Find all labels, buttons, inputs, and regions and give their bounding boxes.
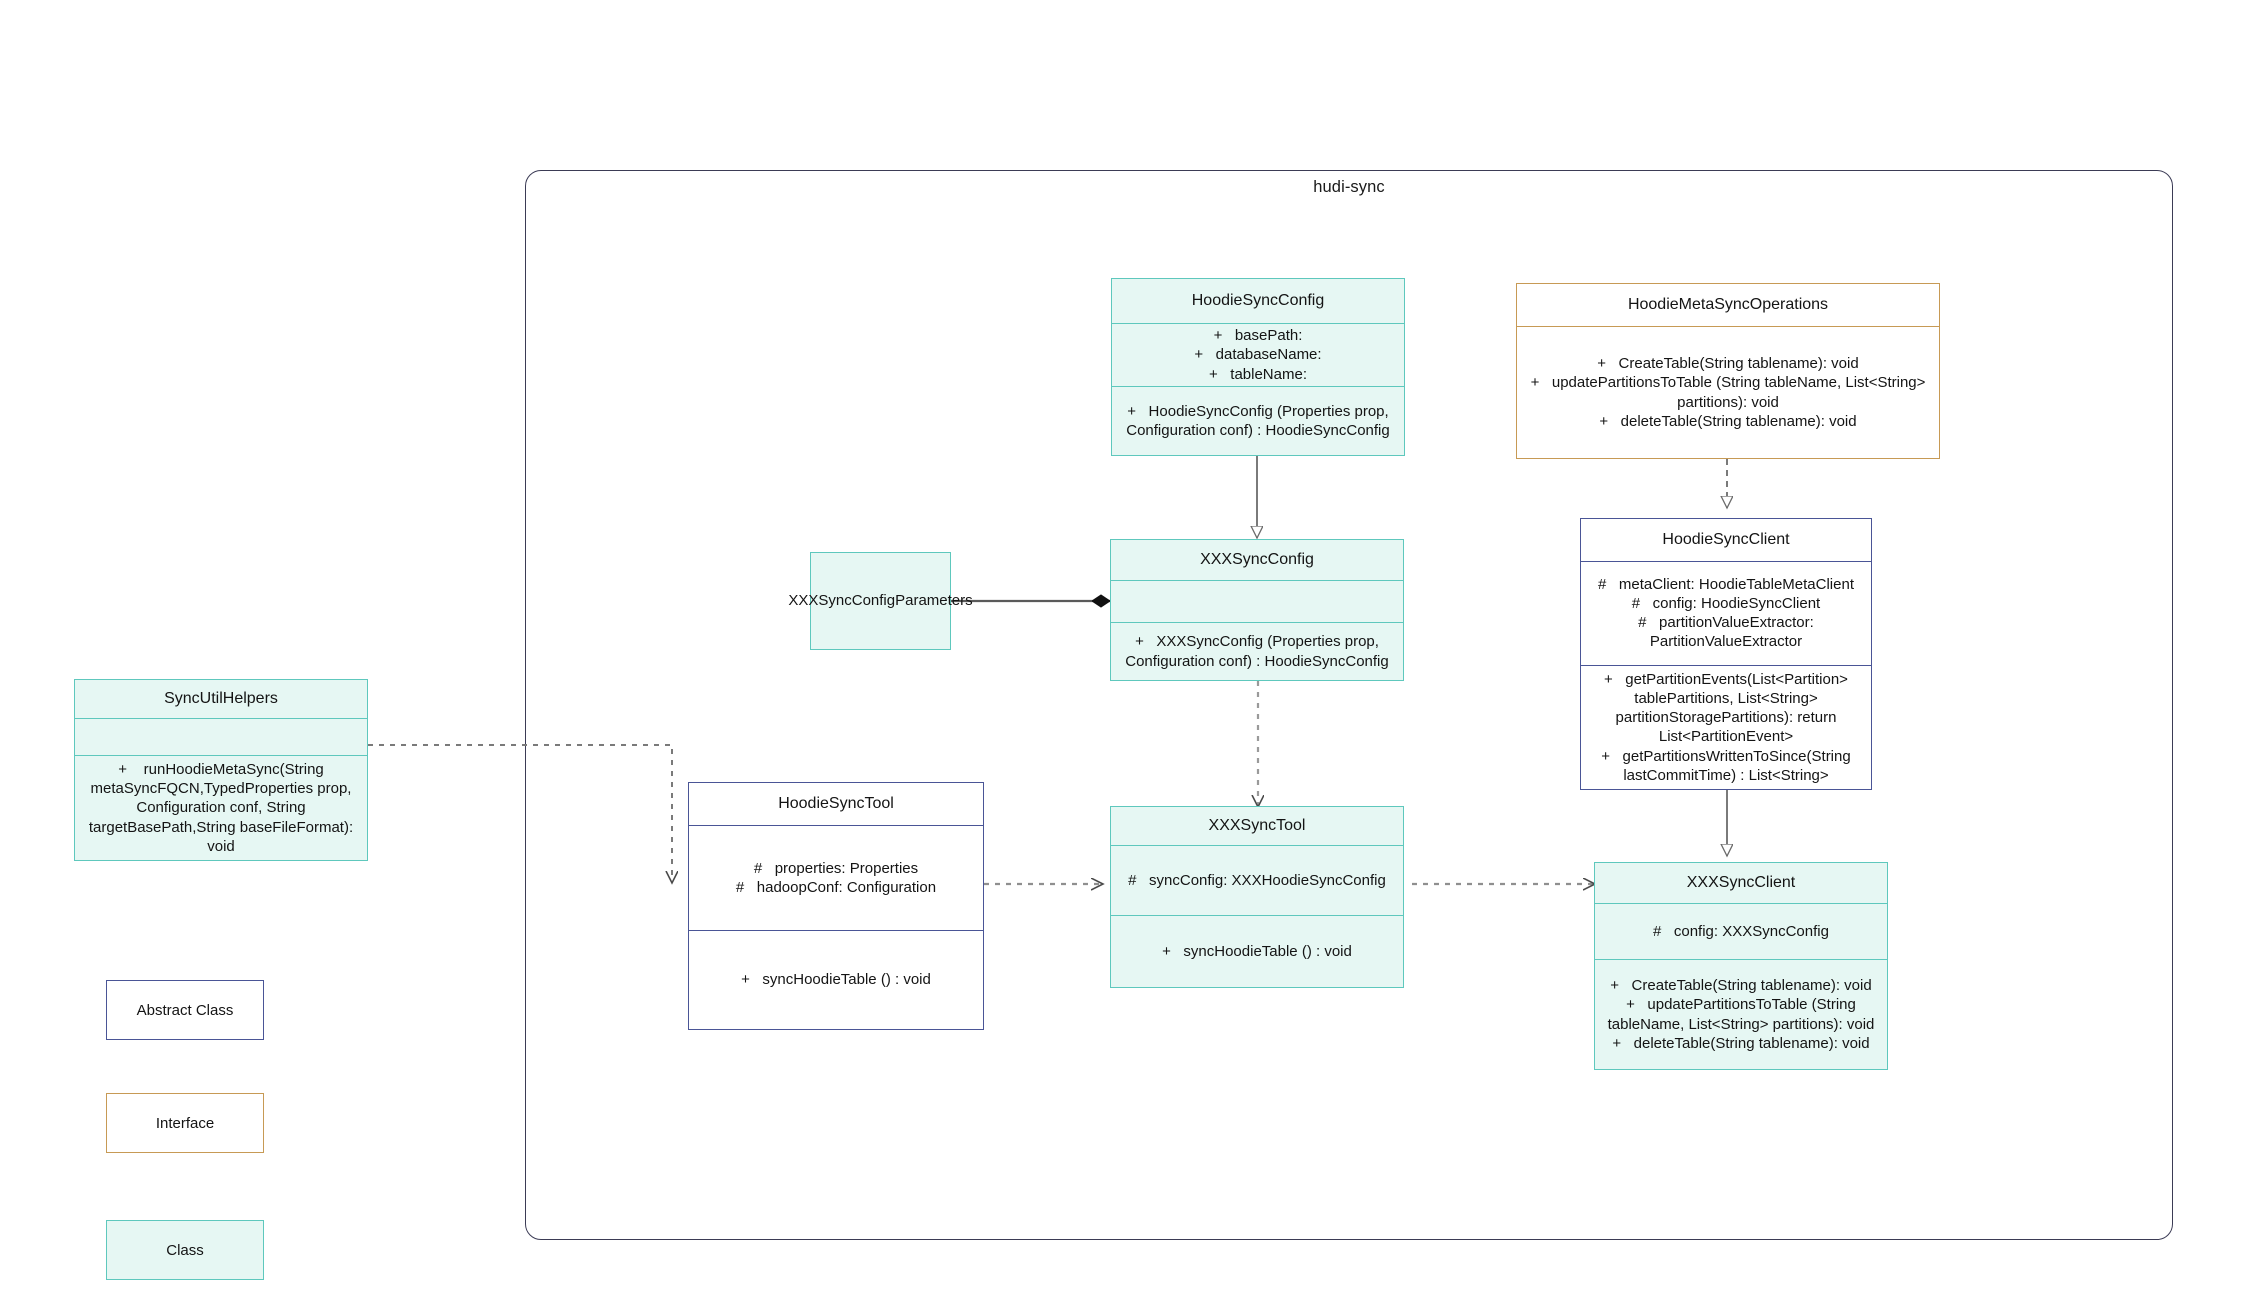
method-row: + deleteTable(String tablename): void: [1612, 1034, 1870, 1052]
method-row: + syncHoodieTable () : void: [741, 971, 931, 989]
class-name: HoodieSyncClient: [1662, 530, 1790, 548]
class-box-hoodie-sync-client[interactable]: HoodieSyncClient # metaClient: HoodieTab…: [1580, 518, 1872, 790]
class-title-section: XXXSyncClient: [1595, 863, 1887, 903]
package-title: hudi-sync: [1313, 178, 1385, 196]
class-attributes-section: + basePath: + databaseName: + tableName:: [1112, 323, 1404, 386]
class-title-section: XXXSyncTool: [1111, 807, 1403, 845]
legend-abstract-class: Abstract Class: [106, 980, 264, 1040]
class-attributes-section: # metaClient: HoodieTableMetaClient # co…: [1581, 560, 1871, 665]
attribute-row: # config: HoodieSyncClient: [1631, 595, 1821, 613]
legend-abstract-label: Abstract Class: [136, 1001, 234, 1019]
class-box-hoodie-meta-sync-operations[interactable]: HoodieMetaSyncOperations + CreateTable(S…: [1516, 283, 1940, 459]
method-row: + HoodieSyncConfig (Properties prop, Con…: [1126, 402, 1393, 439]
class-box-xxx-sync-config-parameters[interactable]: XXXSyncConfigParameters: [788, 552, 973, 650]
class-title-section: HoodieSyncClient: [1581, 519, 1871, 561]
attribute-row: + basePath:: [1213, 327, 1303, 345]
class-title-section: SyncUtilHelpers: [75, 680, 367, 718]
method-row: + CreateTable(String tablename): void: [1597, 355, 1859, 373]
attribute-row: # syncConfig: XXXHoodieSyncConfig: [1128, 871, 1386, 889]
class-title-section: HoodieSyncTool: [689, 783, 983, 825]
class-methods-section: + getPartitionEvents(List<Partition> tab…: [1581, 664, 1871, 789]
class-box-hoodie-sync-config[interactable]: HoodieSyncConfig + basePath: + databaseN…: [1111, 278, 1405, 456]
class-methods-section: + XXXSyncConfig (Properties prop, Config…: [1111, 622, 1403, 680]
class-methods-section: + CreateTable(String tablename): void + …: [1595, 959, 1887, 1069]
class-title-section: XXXSyncConfig: [1111, 540, 1403, 580]
class-box-xxx-sync-tool[interactable]: XXXSyncTool # syncConfig: XXXHoodieSyncC…: [1110, 806, 1404, 988]
attribute-row: # config: XXXSyncConfig: [1653, 922, 1829, 940]
class-methods-section: + HoodieSyncConfig (Properties prop, Con…: [1112, 386, 1404, 455]
class-name: XXXSyncTool: [1208, 817, 1306, 834]
class-attributes-section: [75, 718, 367, 755]
class-attributes-section: # properties: Properties # hadoopConf: C…: [689, 825, 983, 930]
method-row: + updatePartitionsToTable (String tableN…: [1607, 996, 1875, 1033]
method-row: + getPartitionsWrittenToSince(String las…: [1601, 747, 1855, 784]
attribute-row: # partitionValueExtractor: PartitionValu…: [1638, 614, 1818, 651]
method-row: + getPartitionEvents(List<Partition> tab…: [1604, 670, 1853, 746]
class-box-hoodie-sync-tool[interactable]: HoodieSyncTool # properties: Properties …: [688, 782, 984, 1030]
class-box-sync-util-helpers[interactable]: SyncUtilHelpers + runHoodieMetaSync(Stri…: [74, 679, 368, 861]
class-attributes-section: # syncConfig: XXXHoodieSyncConfig: [1111, 845, 1403, 915]
attribute-row: # hadoopConf: Configuration: [735, 879, 937, 896]
attribute-row: + databaseName:: [1194, 346, 1322, 364]
class-name: HoodieSyncTool: [778, 795, 894, 812]
method-row: + runHoodieMetaSync(String metaSyncFQCN,…: [88, 761, 358, 855]
class-box-xxx-sync-client[interactable]: XXXSyncClient # config: XXXSyncConfig + …: [1594, 862, 1888, 1070]
legend-interface-label: Interface: [155, 1114, 215, 1132]
attribute-row: # properties: Properties: [753, 859, 919, 877]
class-name: XXXSyncClient: [1686, 874, 1796, 891]
class-title-section: HoodieSyncConfig: [1112, 279, 1404, 323]
method-row: + deleteTable(String tablename): void: [1599, 412, 1857, 430]
method-row: + syncHoodieTable () : void: [1162, 942, 1352, 960]
class-name: HoodieSyncConfig: [1191, 292, 1325, 309]
attribute-row: + tableName:: [1209, 365, 1307, 383]
class-name: XXXSyncConfig: [1200, 551, 1314, 568]
package-hudi-sync: [525, 170, 2173, 1240]
method-row: + CreateTable(String tablename): void: [1610, 977, 1872, 995]
class-box-xxx-sync-config[interactable]: XXXSyncConfig + XXXSyncConfig (Propertie…: [1110, 539, 1404, 681]
legend-class: Class: [106, 1220, 264, 1280]
class-attributes-section: # config: XXXSyncConfig: [1595, 903, 1887, 959]
class-title-section: HoodieMetaSyncOperations: [1517, 284, 1939, 326]
class-name: XXXSyncConfigParameters: [788, 591, 973, 609]
method-row: + updatePartitionsToTable (String tableN…: [1530, 374, 1930, 411]
class-methods-section: + CreateTable(String tablename): void + …: [1517, 326, 1939, 458]
attribute-row: # metaClient: HoodieTableMetaClient: [1598, 575, 1854, 593]
class-title-section: XXXSyncConfigParameters: [788, 553, 972, 649]
class-methods-section: + syncHoodieTable () : void: [689, 930, 983, 1029]
class-methods-section: + runHoodieMetaSync(String metaSyncFQCN,…: [75, 755, 367, 860]
legend-interface: Interface: [106, 1093, 264, 1153]
class-methods-section: + syncHoodieTable () : void: [1111, 915, 1403, 987]
class-name: SyncUtilHelpers: [164, 690, 278, 708]
legend-class-label: Class: [166, 1241, 204, 1259]
class-name: HoodieMetaSyncOperations: [1627, 296, 1829, 313]
method-row: + XXXSyncConfig (Properties prop, Config…: [1125, 633, 1389, 670]
class-attributes-section: [1111, 580, 1403, 622]
